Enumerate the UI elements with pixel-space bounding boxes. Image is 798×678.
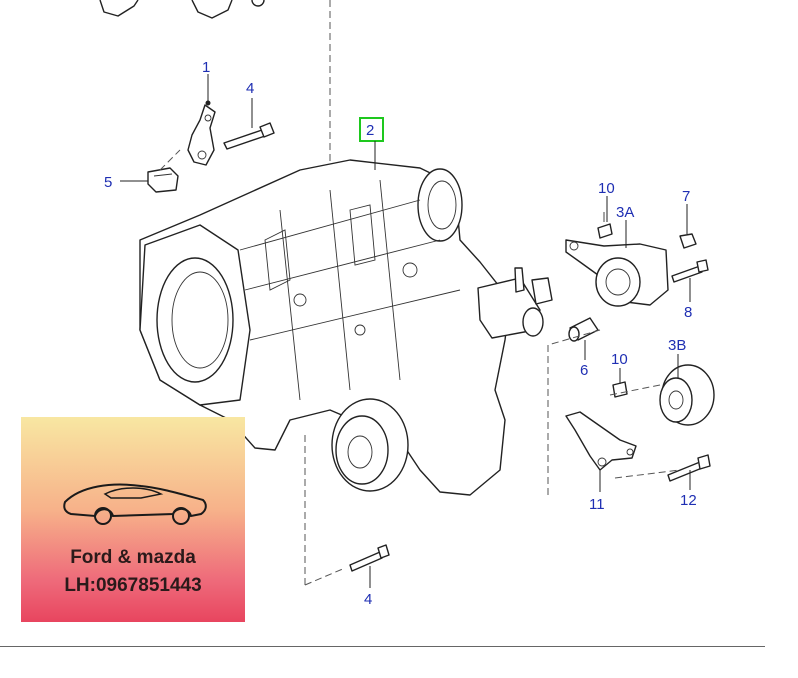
dash-5 (159, 149, 181, 171)
callout-11: 11 (589, 496, 605, 513)
dash-3b-11 (609, 384, 661, 396)
dash-right-group (547, 329, 601, 495)
part-10-bolt-lower (612, 381, 628, 398)
callout-6: 6 (580, 362, 588, 379)
part-5-clip (147, 167, 179, 193)
callout-3b: 3B (668, 337, 686, 354)
top-partial-parts (99, 0, 265, 19)
part-6-sleeve (568, 317, 599, 342)
part-4-bolt-lower (349, 544, 390, 572)
part-2-transfer-case (139, 159, 553, 496)
promo-phone-text: LH:0967851443 (64, 575, 202, 596)
part-1-bracket (187, 104, 216, 166)
callout-1: 1 (202, 59, 210, 76)
callout-4-lower: 4 (364, 591, 372, 608)
callout-3a: 3A (616, 204, 634, 221)
callout-2-highlight (359, 117, 384, 142)
promo-banner: Ford & mazda LH:0967851443 (21, 417, 245, 622)
callout-10-upper: 10 (598, 180, 615, 197)
callout-2: 2 (366, 122, 374, 139)
callout-4: 4 (246, 80, 254, 97)
leader-4-lower (304, 567, 346, 586)
callout-8: 8 (684, 304, 692, 321)
callout-10-lower: 10 (611, 351, 628, 368)
callout-5: 5 (104, 174, 112, 191)
leader-1-dot (205, 100, 211, 106)
callout-12: 12 (680, 492, 697, 509)
part-7-nut (679, 233, 697, 249)
promo-brand-text: Ford & mazda (70, 547, 196, 568)
part-11-bracket (565, 411, 637, 471)
callout-7: 7 (682, 188, 690, 205)
sports-car-icon (63, 483, 207, 525)
part-4-bolt (223, 122, 275, 150)
part-12-bolt (667, 454, 711, 482)
bottom-divider (0, 646, 765, 647)
part-8-bolt (671, 259, 709, 283)
part-3a-pulley (565, 239, 669, 307)
part-10-bolt-upper (597, 212, 613, 239)
part-3b-pulley (659, 364, 715, 426)
